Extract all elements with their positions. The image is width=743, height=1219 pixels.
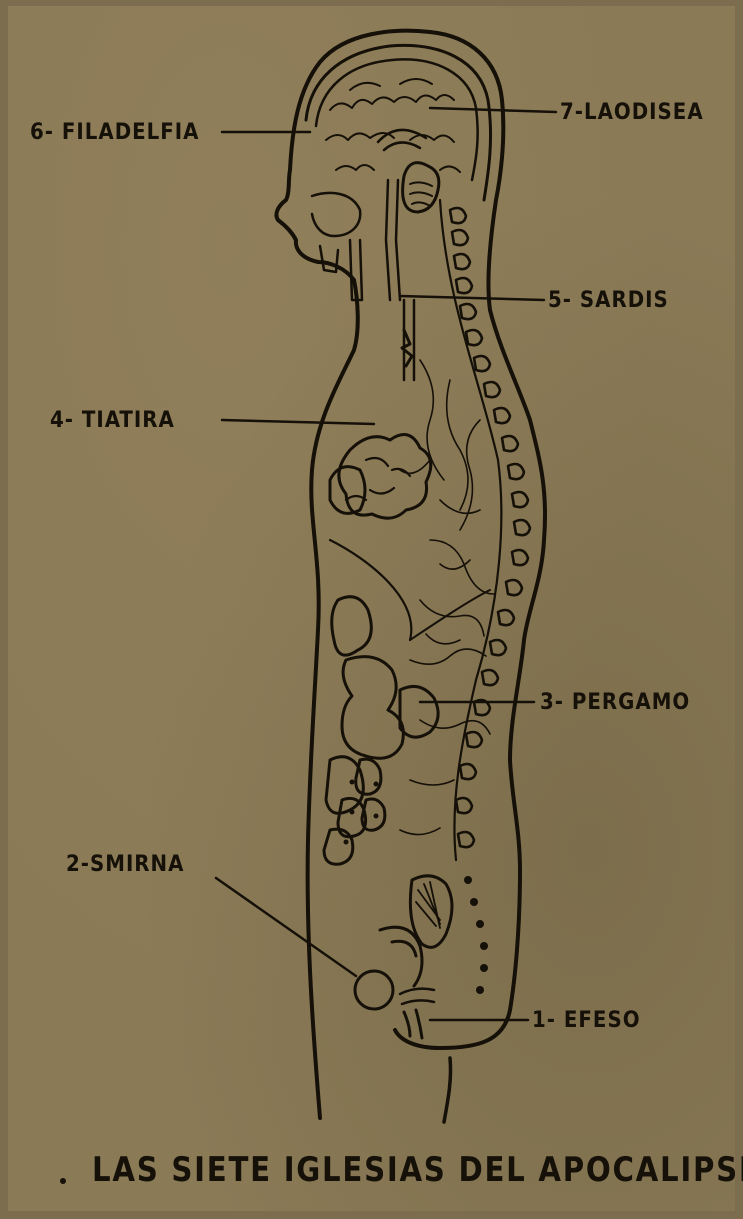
sacrum-dots [464, 876, 488, 994]
caption-dot [60, 1178, 66, 1184]
heart-detail [346, 458, 410, 500]
brainstem [386, 180, 400, 300]
skull-contour-2 [316, 59, 478, 180]
leader-tiatira [222, 420, 374, 424]
intestines-loops [324, 757, 385, 865]
label-filadelfia: 6- FILADELFIA [30, 120, 199, 145]
cerebellum [403, 163, 439, 212]
heart [339, 435, 431, 519]
label-smirna: 2-SMIRNA [66, 852, 184, 877]
label-sardis: 5- SARDIS [548, 288, 669, 313]
bladder-lines [416, 882, 440, 928]
smirna-gland [355, 971, 393, 1009]
cerebellum-folds [410, 182, 432, 206]
leader-sardis [400, 296, 544, 300]
nerve-network [400, 360, 494, 835]
efeso-organ [404, 1010, 422, 1038]
skull-contour-1 [306, 45, 491, 200]
label-efeso: 1- EFESO [532, 1008, 641, 1033]
leg-line [444, 1058, 451, 1122]
label-laodisea: 7-LAODISEA [560, 100, 704, 125]
leader-smirna [216, 878, 356, 976]
intestines-upper [332, 597, 404, 759]
prostate-detail [400, 989, 434, 1004]
figure-caption: LAS SIETE IGLESIAS DEL APOCALIPSIS [92, 1150, 608, 1190]
leader-laodisea [430, 108, 556, 112]
colon [400, 686, 438, 737]
label-pergamo: 3- PERGAMO [540, 690, 690, 715]
brain-folds [326, 79, 460, 172]
label-tiatira: 4- TIATIRA [50, 408, 175, 433]
mouth-cavity [312, 193, 360, 236]
liver-edge [410, 590, 490, 640]
